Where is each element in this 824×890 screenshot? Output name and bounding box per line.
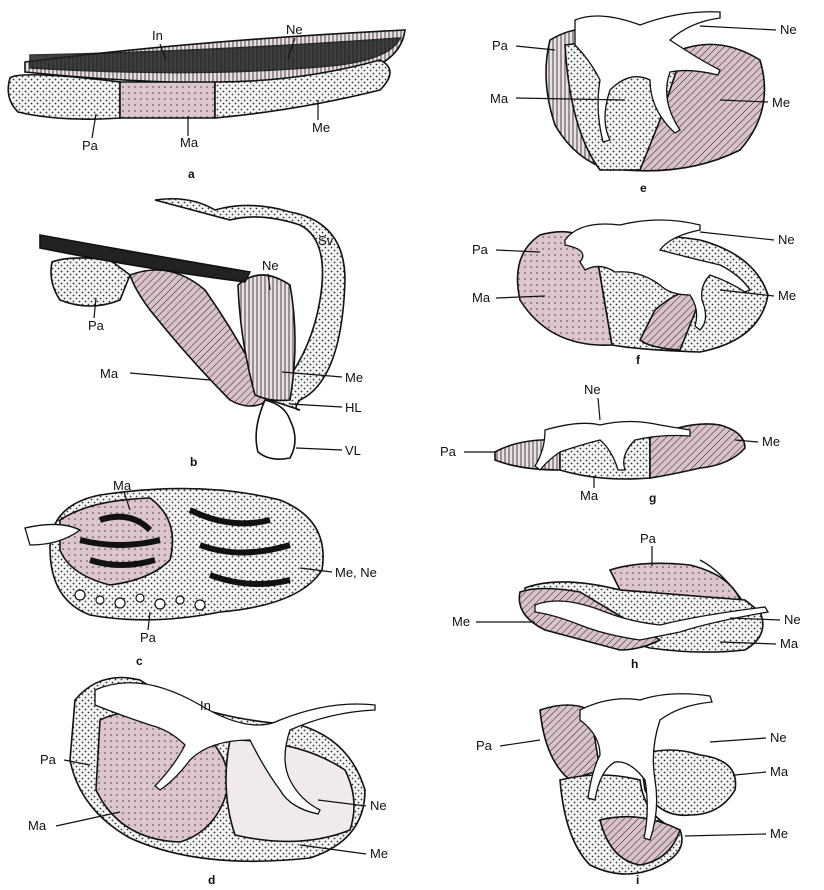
label-me: Me — [452, 614, 470, 629]
label-pa: Pa — [492, 38, 509, 53]
label-in: In — [200, 698, 211, 713]
label-pa: Pa — [476, 738, 493, 753]
label-ma: Ma — [770, 764, 789, 779]
label-ma: Ma — [490, 91, 509, 106]
caption-h: h — [631, 657, 638, 671]
caption-g: g — [649, 491, 656, 505]
label-me: Me — [772, 95, 790, 110]
caption-a: a — [188, 167, 195, 181]
label-pa: Pa — [440, 444, 457, 459]
panel-d: In Pa Ma Ne Me d — [28, 678, 388, 888]
panel-b: Sv Ne Pa Ma Me HL VL b — [40, 199, 363, 469]
label-ne: Ne — [370, 798, 387, 813]
panel-e: Pa Ne Ma Me e — [490, 12, 797, 195]
label-ne: Ne — [784, 612, 801, 627]
panel-a: In Ne Pa Ma Me a — [8, 22, 405, 181]
label-ne: Ne — [778, 232, 795, 247]
label-me: Me — [370, 846, 388, 861]
caption-c: c — [136, 654, 143, 668]
label-ma: Ma — [472, 290, 491, 305]
caption-f: f — [636, 353, 641, 367]
label-sv: Sv — [318, 233, 334, 248]
panel-g: Ne Pa Me Ma g — [440, 382, 780, 505]
label-ne: Ne — [584, 382, 601, 397]
label-me: Me — [345, 370, 363, 385]
caption-b: b — [190, 455, 197, 469]
label-pa: Pa — [472, 242, 489, 257]
panel-i: Pa Ne Ma Me i — [476, 694, 789, 887]
label-in: In — [152, 28, 163, 43]
label-pa: Pa — [88, 318, 105, 333]
label-ma: Ma — [100, 366, 119, 381]
label-ma: Ma — [180, 135, 199, 150]
panel-c: Ma Me, Ne Pa c — [25, 478, 377, 668]
label-ma: Ma — [113, 478, 132, 493]
label-ne: Ne — [262, 258, 279, 273]
label-pa: Pa — [140, 630, 157, 645]
label-ma: Ma — [28, 818, 47, 833]
label-ne: Ne — [286, 22, 303, 37]
caption-e: e — [640, 181, 647, 195]
label-ne: Ne — [780, 22, 797, 37]
label-ma: Ma — [780, 636, 799, 651]
label-me: Me — [770, 826, 788, 841]
label-pa: Pa — [82, 138, 99, 153]
panel-f: Pa Ma Ne Me f — [472, 220, 796, 367]
caption-i: i — [636, 873, 639, 887]
panel-h: Pa Me Ne Ma h — [452, 531, 801, 671]
label-ma: Ma — [580, 488, 599, 503]
label-me-ne: Me, Ne — [335, 565, 377, 580]
label-pa: Pa — [640, 531, 657, 546]
label-vl: VL — [345, 443, 361, 458]
label-me: Me — [778, 288, 796, 303]
caption-d: d — [208, 873, 215, 887]
label-me: Me — [762, 434, 780, 449]
label-hl: HL — [345, 400, 362, 415]
label-pa: Pa — [40, 752, 57, 767]
label-me: Me — [312, 120, 330, 135]
label-ne: Ne — [770, 730, 787, 745]
